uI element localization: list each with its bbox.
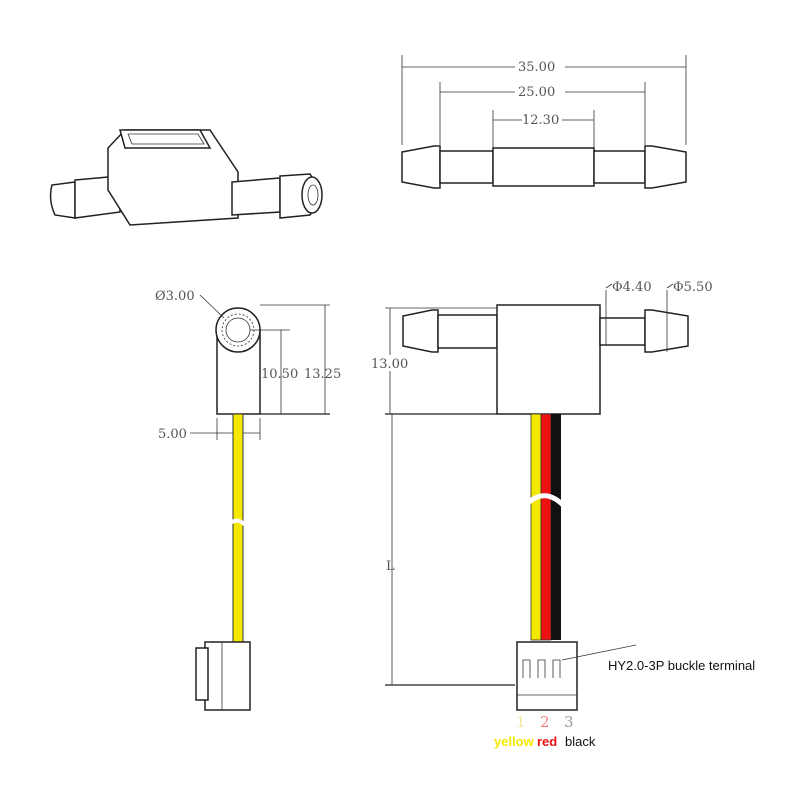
hy-connector (516, 641, 578, 711)
wire-black-label: black (565, 734, 596, 749)
dim-total-height: 13.25 (304, 367, 341, 382)
dim-center-height: 10.50 (261, 367, 298, 382)
dim-tube-diameter: Φ4.40 (612, 280, 652, 295)
dim-width: 5.00 (158, 427, 187, 442)
dim-cable-length: L (386, 559, 395, 574)
connector-label: HY2.0-3P buckle terminal (608, 658, 755, 673)
wire-red-label: red (537, 734, 557, 749)
dim-barb-diameter: Φ5.50 (673, 280, 713, 295)
top-view: 35.00 25.00 12.30 (401, 55, 687, 189)
dim-length-total: 35.00 (518, 60, 555, 75)
dim-body-height: 13.00 (371, 357, 408, 372)
side-view: Ø3.00 10.50 13.25 5.00 (155, 289, 341, 711)
dim-inlet-diameter: Ø3.00 (155, 289, 195, 304)
pin-3-number: 3 (564, 713, 574, 731)
wire-yellow-label: yellow (494, 734, 535, 749)
pin-2-number: 2 (540, 713, 550, 731)
pin-1-number: 1 (516, 713, 526, 731)
dim-length-body: 12.30 (522, 113, 559, 128)
front-view: 13.00 Φ4.40 Φ5.50 L HY2.0-3P buckle term… (370, 280, 755, 749)
dim-length-barbs: 25.00 (518, 85, 555, 100)
isometric-view (49, 129, 323, 226)
